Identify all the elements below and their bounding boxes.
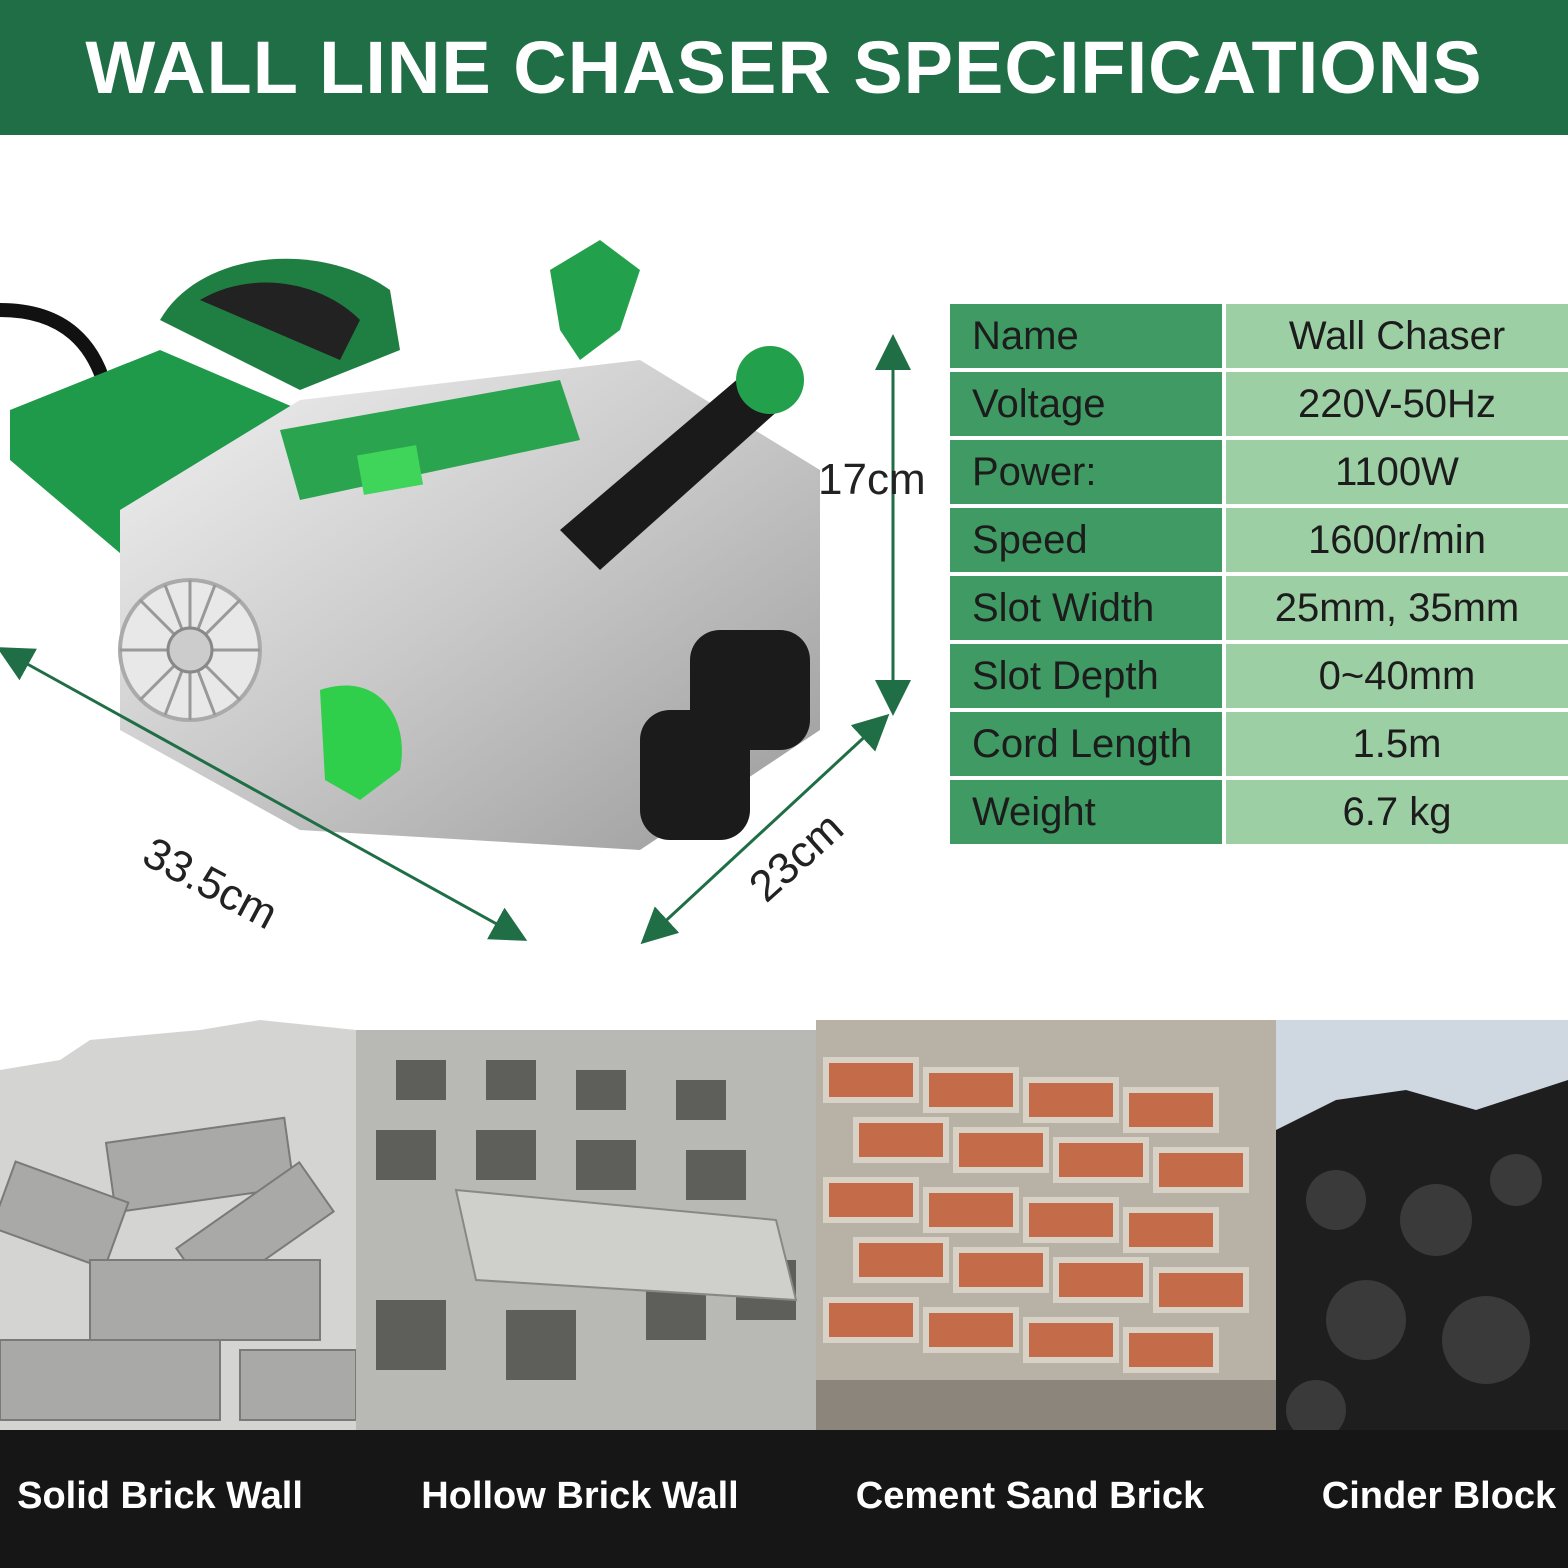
spec-table: Name Wall Chaser Voltage 220V-50Hz Power… xyxy=(950,300,1568,848)
wall-chaser-image xyxy=(0,240,911,945)
spec-key: Cord Length xyxy=(950,712,1226,776)
spec-value: Wall Chaser xyxy=(1226,304,1568,368)
spec-row-slot-width: Slot Width 25mm, 35mm xyxy=(950,576,1568,640)
spec-value: 0~40mm xyxy=(1226,644,1568,708)
solid-brick-wall-image xyxy=(0,1020,356,1460)
spec-value: 1100W xyxy=(1226,440,1568,504)
spec-key: Voltage xyxy=(950,372,1226,436)
spec-value: 1.5m xyxy=(1226,712,1568,776)
material-label-cinder-block: Cinder Block xyxy=(1321,1475,1557,1517)
spec-row-power: Power: 1100W xyxy=(950,440,1568,504)
spec-value: 1600r/min xyxy=(1226,508,1568,572)
spec-row-slot-depth: Slot Depth 0~40mm xyxy=(950,644,1568,708)
spec-key: Speed xyxy=(950,508,1226,572)
spec-key: Slot Width xyxy=(950,576,1226,640)
cinder-block-image xyxy=(1276,1020,1568,1460)
product-illustration: 17cm 33.5cm 23cm xyxy=(0,210,940,970)
spec-row-speed: Speed 1600r/min xyxy=(950,508,1568,572)
page-title: WALL LINE CHASER SPECIFICATIONS xyxy=(85,26,1483,109)
spec-row-voltage: Voltage 220V-50Hz xyxy=(950,372,1568,436)
spec-row-name: Name Wall Chaser xyxy=(950,304,1568,368)
spec-key: Slot Depth xyxy=(950,644,1226,708)
spec-value: 25mm, 35mm xyxy=(1226,576,1568,640)
hollow-brick-wall-image xyxy=(356,1020,816,1460)
spec-key: Weight xyxy=(950,780,1226,844)
material-label-hollow-brick: Hollow Brick Wall xyxy=(421,1475,739,1517)
cement-sand-brick-image xyxy=(816,1020,1276,1460)
spec-row-cord-length: Cord Length 1.5m xyxy=(950,712,1568,776)
spec-value: 6.7 kg xyxy=(1226,780,1568,844)
spec-key: Name xyxy=(950,304,1226,368)
material-label-solid-brick: Solid Brick Wall xyxy=(17,1475,303,1517)
header-banner: WALL LINE CHASER SPECIFICATIONS xyxy=(0,0,1568,135)
materials-strip: Solid Brick Wall Hollow Brick Wall Cemen… xyxy=(0,1020,1568,1568)
materials-label-band xyxy=(0,1430,1568,1568)
spec-key: Power: xyxy=(950,440,1226,504)
height-dimension: 17cm xyxy=(818,455,926,504)
spec-row-weight: Weight 6.7 kg xyxy=(950,780,1568,844)
spec-value: 220V-50Hz xyxy=(1226,372,1568,436)
material-label-cement-sand: Cement Sand Brick xyxy=(855,1475,1205,1517)
